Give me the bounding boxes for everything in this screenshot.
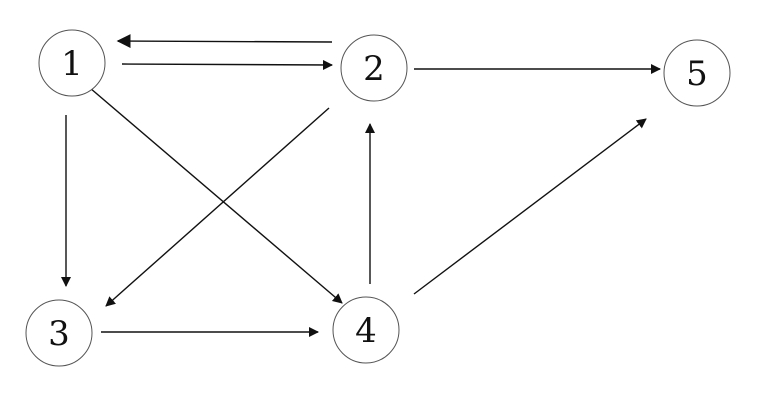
node-5: 5 (663, 39, 731, 107)
node-circle (38, 29, 106, 97)
edges-layer (61, 34, 661, 337)
node-label: 3 (48, 314, 70, 354)
edge-2-to-1 (116, 34, 333, 49)
node-label: 4 (355, 311, 377, 351)
node-circle (332, 296, 400, 364)
node-circle (340, 34, 408, 102)
node-circle (25, 299, 93, 367)
edge-4-to-5 (413, 118, 647, 295)
node-4: 4 (332, 296, 400, 364)
node-label: 2 (363, 49, 385, 89)
node-circle (663, 39, 731, 107)
node-1: 1 (38, 29, 106, 97)
edge-1-to-4 (89, 87, 343, 304)
node-2: 2 (340, 34, 408, 102)
node-3: 3 (25, 299, 93, 367)
edge-1-to-2 (121, 59, 333, 70)
node-label: 5 (686, 54, 708, 94)
node-label: 1 (61, 44, 83, 84)
edge-2-to-3 (105, 107, 330, 307)
nodes-layer: 1 2 3 4 5 (25, 29, 731, 367)
